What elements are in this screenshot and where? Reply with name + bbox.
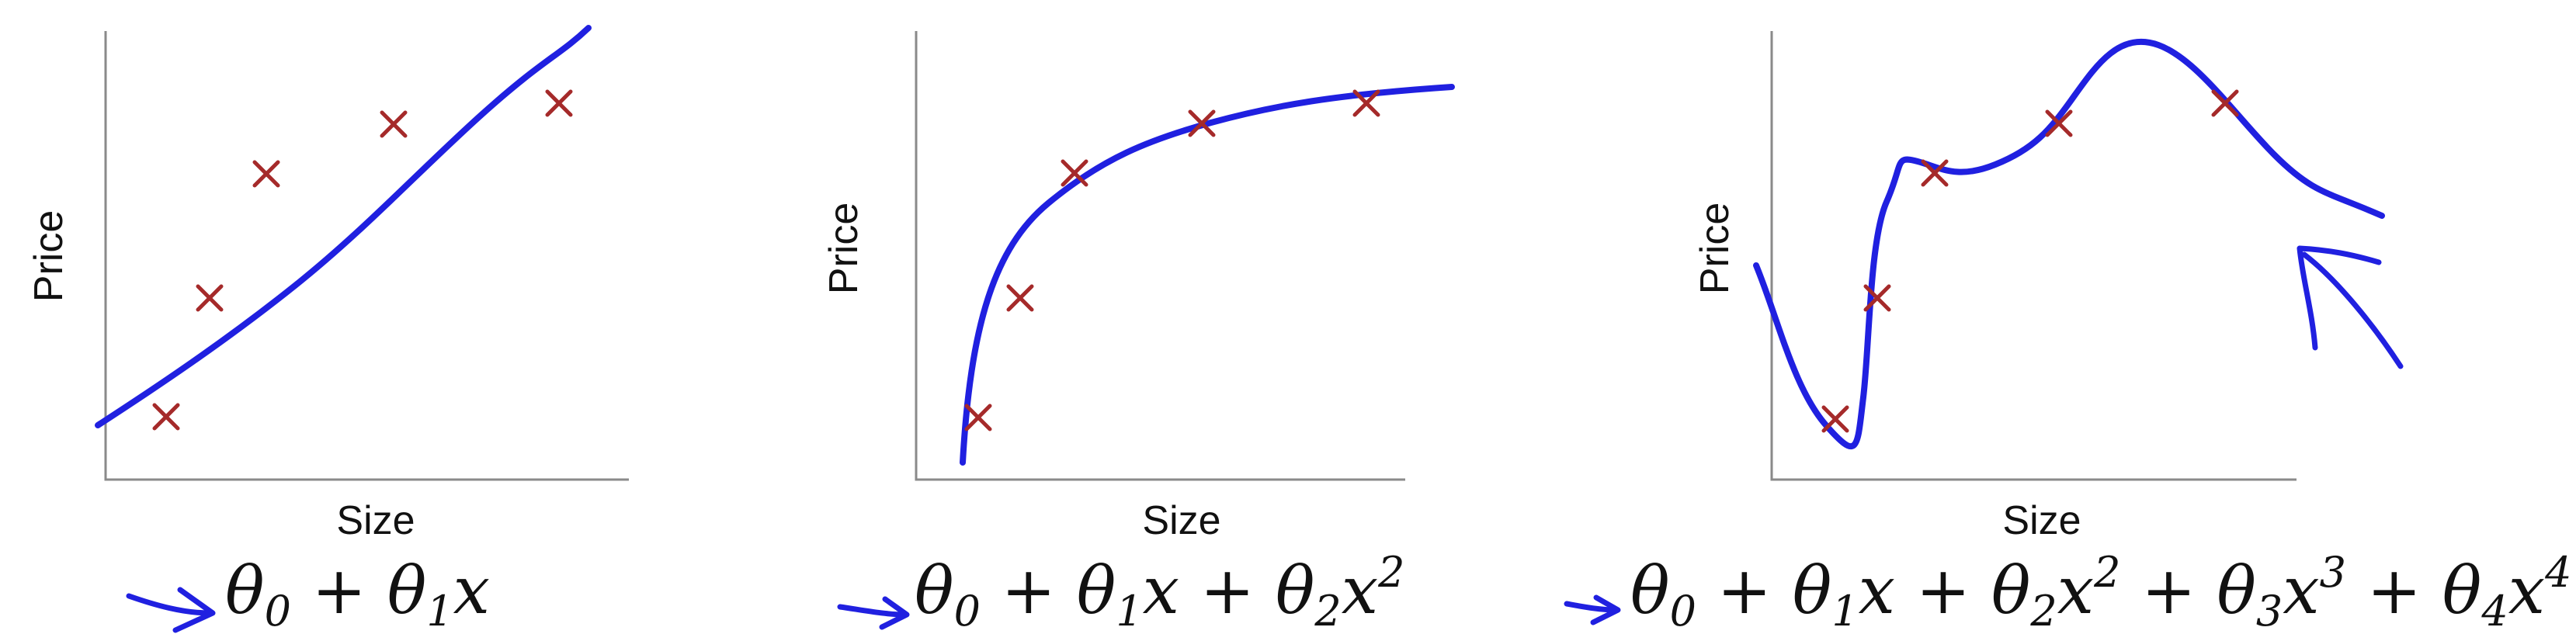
formula-token: θ — [1793, 553, 1832, 629]
data-point — [545, 89, 573, 117]
formula-token: x — [1143, 553, 1179, 629]
formula-token: + — [291, 553, 387, 629]
x-axis-label: Size — [336, 498, 415, 543]
hand-drawn-arrow-icon — [2297, 245, 2404, 369]
formula-token: θ — [915, 553, 954, 629]
fit-curve — [1753, 38, 2385, 450]
data-point — [1006, 284, 1034, 312]
formula-token: + — [1696, 553, 1793, 629]
fit-curve — [95, 25, 592, 428]
y-axis-label: Price — [821, 203, 866, 294]
data-point — [196, 284, 224, 312]
formula-token: 3 — [2320, 548, 2346, 597]
formula-token: 1 — [1831, 587, 1858, 636]
data-point — [1921, 159, 1949, 187]
axis-lines — [1770, 31, 2297, 481]
y-axis-label: Price — [26, 210, 71, 302]
formula-token: θ — [1630, 553, 1670, 629]
formula-token: 2 — [1377, 548, 1404, 597]
formula-token: 4 — [2481, 587, 2508, 636]
formula-token: 4 — [2544, 548, 2571, 597]
formula-token: θ — [1276, 553, 1315, 629]
formula-token: + — [981, 553, 1077, 629]
formula-token: θ — [2217, 553, 2256, 629]
y-axis-label: Price — [1692, 203, 1738, 294]
formula-token: + — [1895, 553, 1991, 629]
formula-token: 3 — [2256, 587, 2283, 636]
hypothesis-formula: θ0 + θ1x + θ2x2 + θ3x3 + θ4x4 — [1630, 548, 2571, 636]
formula-token: 2 — [2093, 548, 2120, 597]
data-point — [1061, 159, 1088, 187]
formula-token: x — [1859, 553, 1895, 629]
formula-token: 2 — [2029, 587, 2057, 636]
data-point — [2045, 109, 2073, 137]
hand-drawn-arrow-icon — [1564, 594, 1621, 625]
formula-token: θ — [2442, 553, 2482, 629]
hand-drawn-arrow-icon — [837, 596, 910, 630]
hypothesis-formula: θ0 + θ1x + θ2x2 — [915, 548, 1405, 636]
formula-token: x — [2508, 553, 2545, 629]
formula-token: + — [1179, 553, 1276, 629]
formula-token: x — [1342, 553, 1378, 629]
axis-lines — [104, 31, 629, 481]
panel-quartic: Price Size θ0 + θ1x + θ2x2 + θ3x3 + θ4x4 — [1564, 31, 2571, 636]
data-point — [252, 160, 280, 188]
x-axis-label: Size — [2002, 498, 2081, 543]
data-point — [1821, 405, 1849, 433]
panel-quadratic: Price Size θ0 + θ1x + θ2x2 — [821, 31, 1455, 636]
formula-token: 1 — [426, 587, 453, 636]
data-point — [380, 110, 408, 138]
formula-token: θ — [1991, 553, 2031, 629]
axis-lines — [915, 31, 1405, 481]
data-point — [152, 403, 180, 431]
data-point — [1188, 109, 1216, 137]
formula-token: 1 — [1116, 587, 1142, 636]
panel-linear: Price Size θ0 + θ1x — [26, 25, 629, 636]
fit-curve — [960, 84, 1455, 466]
formula-token: x — [2057, 553, 2094, 629]
formula-token: x — [2283, 553, 2319, 629]
formula-token: θ — [387, 553, 427, 629]
formula-token: 0 — [1670, 587, 1696, 636]
formula-token: 0 — [265, 587, 291, 636]
formula-token: + — [2346, 553, 2442, 629]
formula-token: θ — [225, 553, 265, 629]
data-point — [964, 404, 992, 431]
formula-token: θ — [1077, 553, 1116, 629]
formula-token: 2 — [1314, 587, 1341, 636]
formula-token: x — [453, 553, 490, 629]
data-point — [2211, 89, 2239, 117]
x-axis-label: Size — [1142, 498, 1220, 543]
data-point — [1352, 89, 1380, 117]
hypothesis-formula: θ0 + θ1x — [225, 553, 490, 636]
hand-drawn-arrow-icon — [126, 587, 216, 633]
formula-token: + — [2121, 553, 2217, 629]
formula-token: 0 — [954, 587, 981, 636]
data-point — [1863, 284, 1891, 312]
